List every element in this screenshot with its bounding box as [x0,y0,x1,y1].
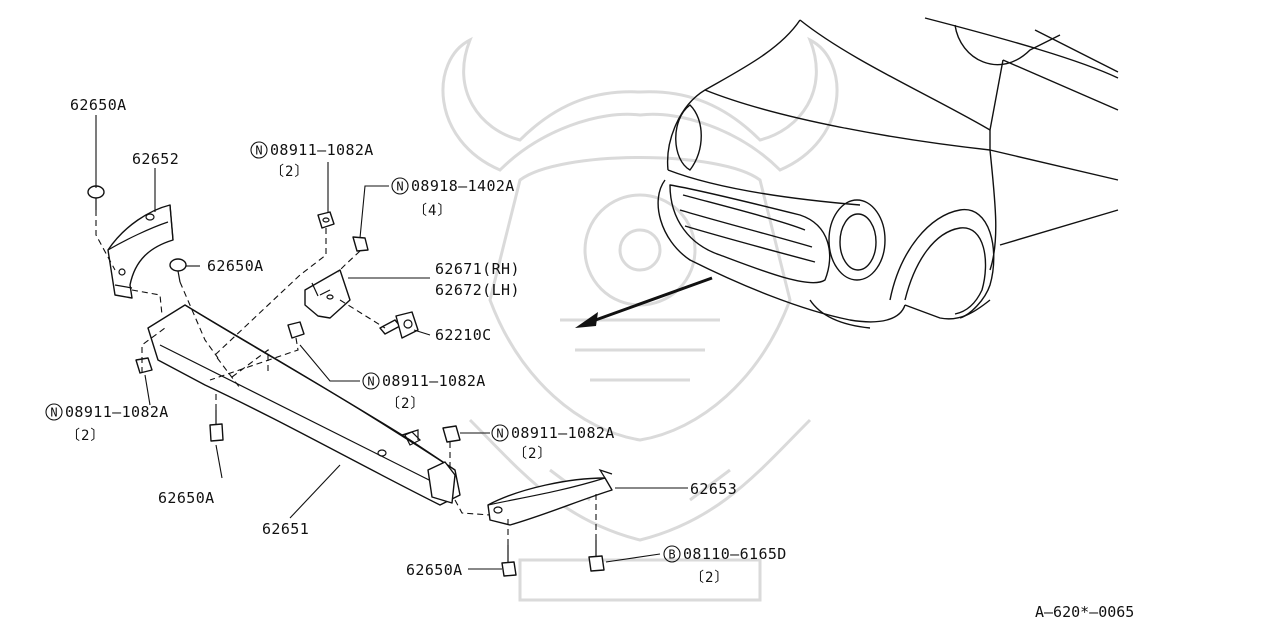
label-62672-lh: 62672(LH) [435,281,520,299]
label-nut-left-qty: 〔2〕 [66,428,105,444]
label-nut-right-code: 08911–1082A [511,424,615,442]
reinforcement-bar-62651 [147,304,461,506]
direction-arrow [575,276,713,328]
fastener-nut-left [135,357,153,374]
label-62650A-low: 62650A [158,489,215,507]
car-illustration [657,17,1119,329]
svg-text:N: N [396,180,403,194]
label-62652: 62652 [132,150,179,168]
label-bolt-b-qty: 〔2〕 [690,570,729,586]
label-nut-top-code: 08911–1082A [270,141,374,159]
label-62671-rh: 62671(RH) [435,260,520,278]
circle-marker-n-center: N [362,372,380,390]
svg-text:N: N [50,406,57,420]
fastener-clip-bottom [501,545,517,577]
circle-marker-n-left: N [45,403,63,421]
fastener-clip-top [87,185,105,210]
fastener-nut-bracket [352,236,369,252]
label-nut-bracket-code: 08918–1402A [411,177,515,195]
fastener-nut-center [287,321,305,339]
leader-lines [95,115,688,570]
end-bracket-62653 [487,468,613,526]
svg-text:B: B [668,548,675,562]
fastener-clip-mid [169,258,187,283]
fastener-bolt-62210C [379,311,419,339]
mount-bracket-62671-62672 [304,269,351,319]
diagram-reference-code: A–620*–0065 [1035,603,1134,619]
svg-text:N: N [496,427,503,441]
label-nut-center-qty: 〔2〕 [386,396,425,412]
label-62650A-mid: 62650A [207,257,264,275]
circle-marker-b: B [663,545,681,563]
circle-marker-n-bracket: N [391,177,409,195]
label-62650A-top: 62650A [70,96,127,114]
fastener-clip-low [209,410,224,442]
fastener-bolt-b [588,540,605,572]
label-62651: 62651 [262,520,309,538]
svg-text:N: N [255,144,262,158]
svg-text:N: N [367,375,374,389]
label-62653: 62653 [690,480,737,498]
label-62650A-bottom: 62650A [406,561,463,579]
label-nut-bracket-qty: 〔4〕 [413,203,452,219]
label-nut-top-qty: 〔2〕 [270,164,309,180]
end-bracket-62652 [107,204,174,299]
label-62210C: 62210C [435,326,492,344]
label-bolt-b-code: 08110–6165D [683,545,787,563]
circle-marker-n-top: N [250,141,268,159]
fastener-nut-right [442,425,461,443]
circle-marker-n-right: N [491,424,509,442]
label-nut-left-code: 08911–1082A [65,403,169,421]
label-nut-right-qty: 〔2〕 [513,446,552,462]
assembly-dashed-lines [95,210,597,545]
fastener-nut-top [317,211,335,229]
label-nut-center-code: 08911–1082A [382,372,486,390]
